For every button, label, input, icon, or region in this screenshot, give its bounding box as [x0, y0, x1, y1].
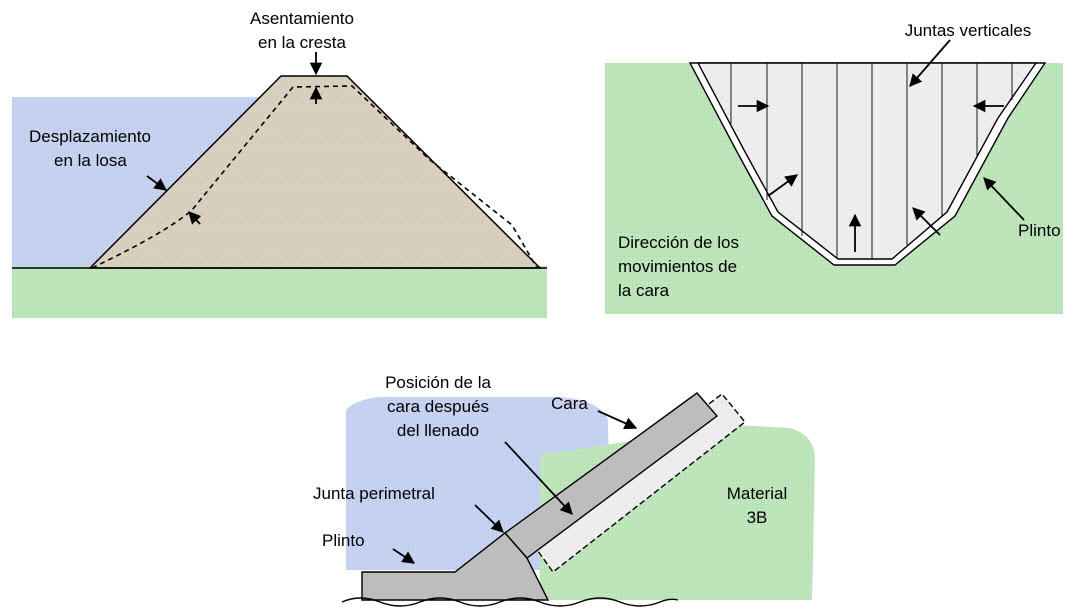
valley-section-panel: Juntas verticales Plinto Dirección de lo… [605, 21, 1063, 314]
label-material-2: 3B [747, 508, 768, 527]
movement-arrow-lower-right [912, 207, 941, 236]
joint-detail-panel: Posición de la cara después del llenado … [313, 373, 815, 607]
slab-displacement-arrow [188, 211, 202, 225]
face-label-arrow [597, 410, 638, 430]
label-face-movement-3: la cara [618, 281, 670, 300]
label-face-movement-2: movimientos de [618, 257, 737, 276]
foundation-ground [12, 266, 547, 318]
face-slab [696, 62, 1038, 260]
label-material-1: Material [727, 484, 787, 503]
label-plinth-valley: Plinto [1018, 221, 1061, 240]
label-face-after-filling-2: cara después [387, 397, 489, 416]
rock-foundation-line [341, 597, 679, 607]
label-face-after-filling-3: del llenado [397, 421, 479, 440]
face-after-filling [529, 393, 746, 574]
face-after-filling-arrow [504, 441, 573, 515]
label-slab-displacement-2: en la losa [54, 151, 127, 170]
label-perimeter-joint: Junta perimetral [313, 484, 435, 503]
plinth-label-arrow [983, 177, 1025, 221]
label-slab-displacement-1: Desplazamiento [29, 127, 151, 146]
perimeter-joint-arrow [474, 504, 504, 533]
movement-arrow-lower-left [767, 174, 799, 197]
label-crest-settlement-1: Asentamiento [250, 9, 354, 28]
label-plinth-detail: Plinto [322, 531, 365, 550]
label-vertical-joints: Juntas verticales [905, 21, 1032, 40]
label-face-movement-1: Dirección de los [618, 233, 739, 252]
label-face-after-filling-1: Posición de la [385, 373, 491, 392]
plinth-detail [361, 532, 550, 601]
slab-label-arrow [146, 175, 168, 191]
label-crest-settlement-2: en la cresta [258, 33, 346, 52]
plinth-detail-arrow [392, 548, 416, 564]
dam-section-panel: Asentamiento en la cresta Desplazamiento… [12, 9, 547, 318]
label-face: Cara [551, 394, 588, 413]
deformed-profile [91, 85, 538, 269]
joints-label-arrow [909, 39, 951, 87]
